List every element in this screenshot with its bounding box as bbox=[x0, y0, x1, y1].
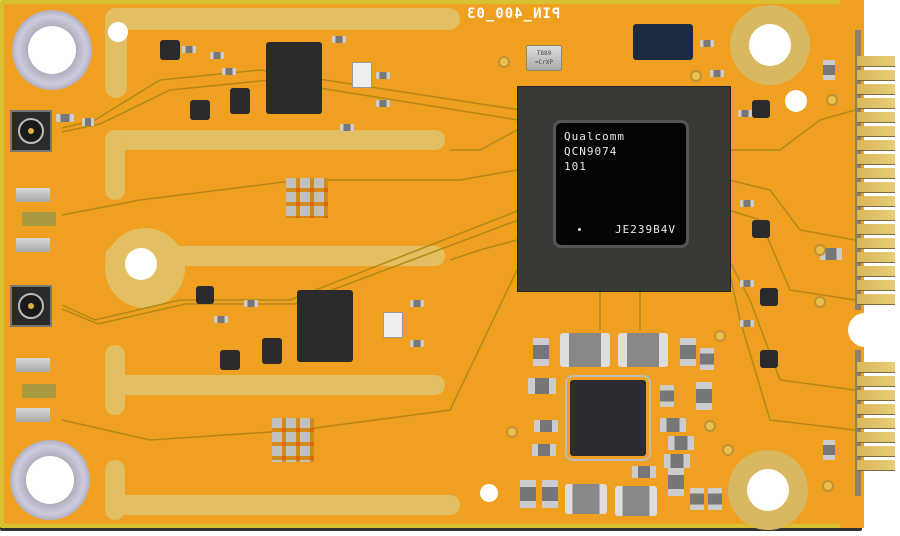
ic-small bbox=[262, 338, 282, 364]
edge-connector-key-notch bbox=[848, 313, 900, 347]
rf-front-end-module-top bbox=[266, 42, 322, 114]
rf-switch-bottom bbox=[383, 312, 403, 338]
pmic-qfn-chip bbox=[570, 380, 646, 456]
chip-brand: Qualcomm bbox=[564, 130, 625, 143]
small-hole bbox=[480, 484, 498, 502]
power-inductor bbox=[618, 333, 668, 367]
silkscreen-label: PIN_400_03 bbox=[466, 6, 561, 22]
ic-small bbox=[160, 40, 180, 60]
power-inductor bbox=[615, 486, 657, 516]
mounting-hole-bottom-right-bore bbox=[747, 469, 789, 511]
crystal-marking-line2: =CrXP bbox=[534, 59, 554, 66]
pin1-dot bbox=[578, 228, 581, 231]
crystal-oscillator: T889 =CrXP bbox=[526, 45, 562, 71]
ic-small bbox=[220, 350, 240, 370]
chip-part-number: QCN9074 bbox=[564, 145, 618, 158]
crystal-marking-line1: T889 bbox=[536, 50, 552, 57]
small-hole bbox=[108, 22, 128, 42]
chip-revision: 101 bbox=[564, 160, 587, 173]
ic-flash-module bbox=[633, 24, 693, 60]
transistor bbox=[752, 220, 770, 238]
mounting-hole-bottom-left-bore bbox=[26, 456, 74, 504]
transistor bbox=[752, 100, 770, 118]
ic-small bbox=[190, 100, 210, 120]
small-hole bbox=[785, 90, 807, 112]
rf-switch-top bbox=[352, 62, 372, 88]
antenna-hole bbox=[125, 248, 157, 280]
mounting-hole-top-left-bore bbox=[28, 26, 76, 74]
ic-small bbox=[230, 88, 250, 114]
transistor bbox=[760, 288, 778, 306]
ic-small bbox=[196, 286, 214, 304]
power-inductor bbox=[560, 333, 610, 367]
filter-pad-array-bottom bbox=[272, 418, 314, 462]
ufl-antenna-connector-top[interactable] bbox=[10, 110, 52, 152]
rf-front-end-module-bottom bbox=[297, 290, 353, 362]
ufl-antenna-connector-bottom[interactable] bbox=[10, 285, 52, 327]
qualcomm-qcn9074-chip: Qualcomm QCN9074 101 JE239B4V bbox=[553, 120, 689, 248]
mounting-hole-top-right-bore bbox=[749, 24, 791, 66]
power-inductor bbox=[565, 484, 607, 514]
filter-pad-array-top bbox=[286, 178, 328, 218]
chip-lot-code: JE239B4V bbox=[615, 223, 676, 236]
transistor bbox=[760, 350, 778, 368]
